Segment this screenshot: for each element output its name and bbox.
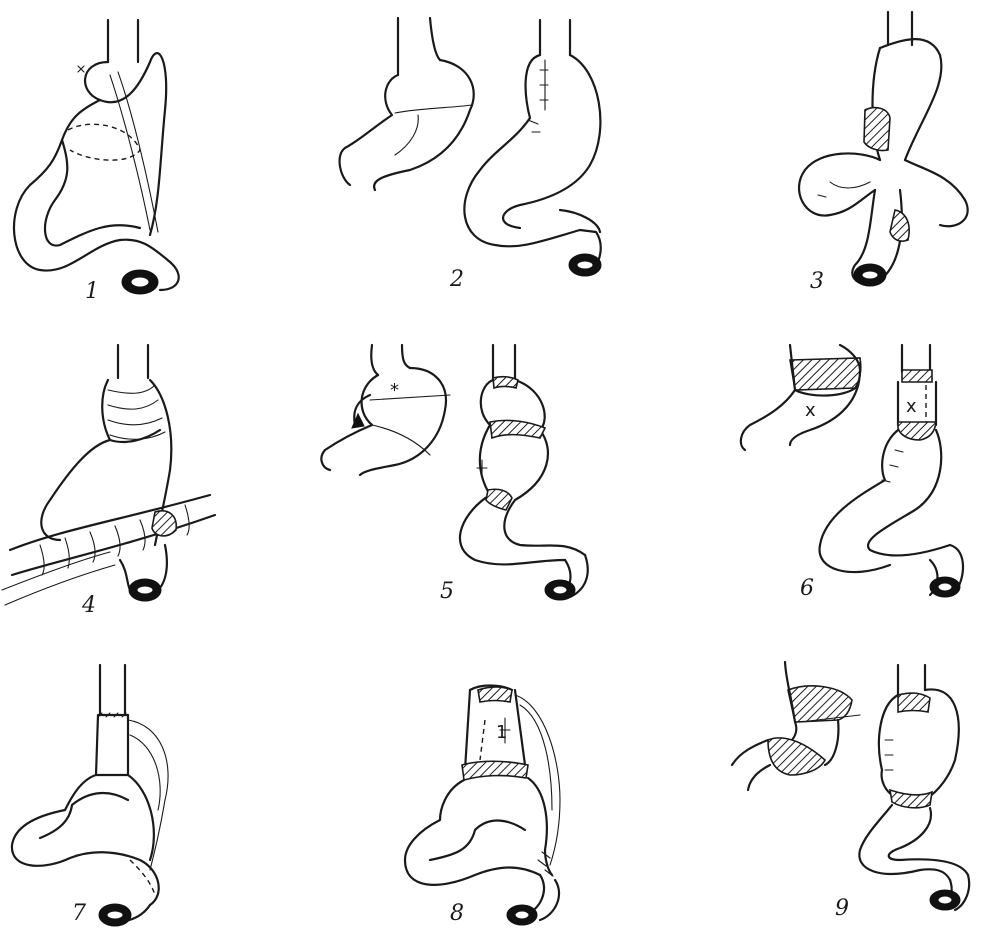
panel-6: x x 6 <box>741 345 963 601</box>
panel-9: 9 <box>732 662 969 921</box>
panel-label-9: 9 <box>835 896 849 921</box>
panel-label-8: 8 <box>450 901 464 926</box>
panel-3: 3 <box>799 12 968 294</box>
asterisk-mark: * <box>390 380 399 401</box>
panel-4: 4 <box>2 345 215 618</box>
panel-label-5: 5 <box>440 579 454 604</box>
panel-label-2: 2 <box>449 267 464 292</box>
cross-mark-left: x <box>805 400 816 421</box>
panel-7: 7 <box>12 665 168 926</box>
panel-label-6: 6 <box>800 576 814 601</box>
cross-mark-right: x <box>906 396 917 417</box>
panel-2: 2 <box>340 18 601 292</box>
stitch-mark-1: 1 <box>496 722 507 743</box>
panel-1: 1 <box>14 20 179 304</box>
panel-label-1: 1 <box>85 279 99 304</box>
panel-8: 1 8 <box>405 686 560 927</box>
panel-5: * 5 <box>321 345 587 604</box>
panel-label-4: 4 <box>81 593 96 618</box>
panel-label-3: 3 <box>810 269 824 294</box>
panel-label-7: 7 <box>72 901 86 926</box>
